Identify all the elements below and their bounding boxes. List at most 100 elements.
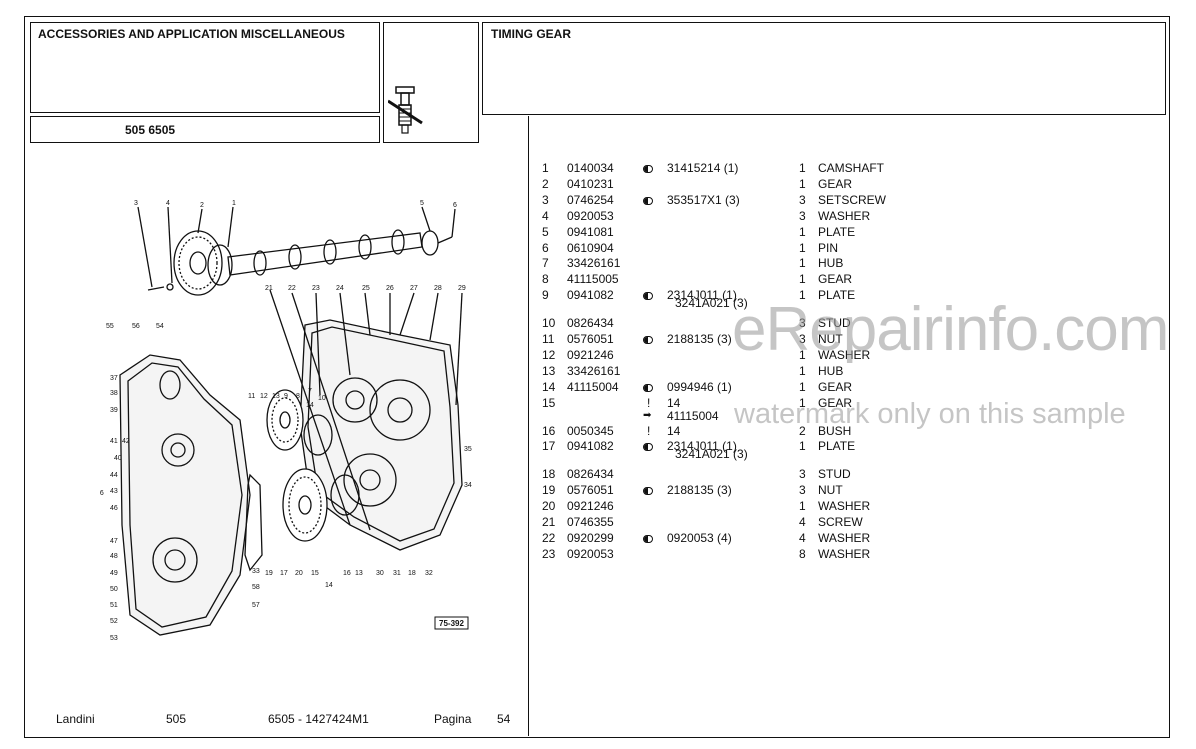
svg-text:28: 28 [434, 285, 442, 292]
watermark-sub: watermark only on this sample [734, 398, 1126, 430]
part-position: 12 [542, 347, 556, 362]
svg-text:44: 44 [110, 472, 118, 479]
part-position: 19 [542, 483, 556, 498]
part-code: 0920053 [567, 546, 614, 561]
part-position: 22 [542, 530, 556, 545]
svg-text:12: 12 [260, 393, 268, 400]
alternative-dot-icon [643, 287, 653, 303]
alternative-dot-icon [643, 438, 653, 454]
part-reference-secondary: 3241A021 (3) [675, 447, 748, 462]
part-reference-secondary: 3241A021 (3) [675, 296, 748, 311]
part-reference: 2314J011 (1) [667, 439, 737, 454]
svg-text:42: 42 [122, 438, 130, 445]
svg-text:17: 17 [280, 570, 288, 577]
svg-text:32: 32 [425, 570, 433, 577]
part-position: 2 [542, 176, 549, 191]
part-code: 0576051 [567, 483, 614, 498]
part-quantity: 1 [799, 288, 806, 303]
part-quantity: 1 [799, 256, 806, 271]
footer-brand: Landini [56, 712, 95, 726]
svg-text:53: 53 [110, 635, 118, 642]
svg-text:38: 38 [110, 390, 118, 397]
part-code: 0576051 [567, 332, 614, 346]
part-position: 21 [542, 515, 556, 529]
note-mark-icon: ! [647, 423, 651, 438]
part-code: 33426161 [567, 363, 621, 378]
svg-text:15: 15 [311, 570, 319, 577]
svg-text:1: 1 [232, 200, 236, 207]
part-position: 23 [542, 546, 556, 561]
part-quantity: 3 [799, 467, 806, 482]
part-position: 10 [542, 316, 556, 331]
svg-text:56: 56 [132, 323, 140, 330]
part-position: 9 [542, 288, 549, 303]
svg-text:21: 21 [265, 285, 273, 292]
svg-text:11: 11 [248, 393, 255, 400]
diagram-reference-code: 75-392 [439, 619, 464, 628]
part-reference: 2314J011 (1) [667, 288, 737, 303]
part-description: NUT [818, 332, 843, 346]
part-code: 0610904 [567, 240, 614, 255]
svg-text:2: 2 [200, 202, 204, 209]
part-description: HUB [818, 256, 844, 271]
part-description: WASHER [818, 208, 871, 223]
part-description: GEAR [818, 379, 853, 394]
svg-text:6: 6 [453, 202, 457, 209]
part-quantity: 2 [799, 423, 806, 438]
part-position: 16 [542, 423, 556, 438]
part-reference: 2188135 (3) [667, 332, 732, 346]
svg-text:8: 8 [296, 393, 300, 400]
part-reference: 14 [667, 423, 681, 438]
svg-text:47: 47 [110, 538, 118, 545]
footer-page-number: 54 [497, 712, 511, 726]
column-divider [528, 116, 529, 736]
part-position: 4 [542, 208, 549, 223]
part-quantity: 1 [799, 395, 806, 410]
part-position: 11 [542, 332, 555, 346]
part-reference: 0920053 (4) [667, 530, 732, 545]
svg-text:37: 37 [110, 375, 118, 382]
svg-text:22: 22 [288, 285, 296, 292]
svg-text:51: 51 [110, 602, 118, 609]
part-description: PLATE [818, 288, 856, 303]
part-description: STUD [818, 467, 851, 482]
part-description: PLATE [818, 439, 856, 454]
svg-text:13: 13 [272, 393, 280, 400]
part-quantity: 3 [799, 192, 806, 207]
part-description: BUSH [818, 423, 852, 438]
part-code: 0826434 [567, 316, 614, 331]
alternative-dot-icon [643, 530, 653, 546]
svg-text:40: 40 [114, 455, 122, 462]
part-quantity: 3 [799, 208, 806, 223]
svg-text:4: 4 [166, 200, 170, 207]
svg-text:31: 31 [393, 570, 401, 577]
svg-text:7: 7 [308, 388, 312, 395]
svg-text:30: 30 [376, 570, 384, 577]
svg-text:10: 10 [318, 395, 326, 402]
svg-text:14: 14 [306, 402, 314, 409]
part-quantity: 3 [799, 332, 806, 346]
part-quantity: 1 [799, 363, 806, 378]
part-quantity: 1 [799, 224, 806, 239]
alternative-dot-icon [643, 160, 653, 176]
part-code: 33426161 [567, 256, 621, 271]
part-description: WASHER [818, 347, 871, 362]
part-position: 15 [542, 395, 556, 410]
part-reference: 2188135 (3) [667, 483, 732, 498]
part-position: 6 [542, 240, 549, 255]
part-code: 41115004 [567, 379, 619, 394]
svg-text:23: 23 [312, 285, 320, 292]
part-code: 0921246 [567, 347, 614, 362]
part-code: 0941081 [567, 224, 614, 239]
svg-text:54: 54 [156, 323, 164, 330]
part-description: HUB [818, 363, 844, 378]
svg-text:33: 33 [252, 568, 260, 575]
part-position: 7 [542, 256, 549, 271]
svg-text:49: 49 [110, 570, 118, 577]
part-quantity: 3 [799, 483, 806, 498]
svg-text:25: 25 [362, 285, 370, 292]
part-quantity: 1 [799, 161, 806, 175]
footer-series: 505 [166, 712, 187, 726]
